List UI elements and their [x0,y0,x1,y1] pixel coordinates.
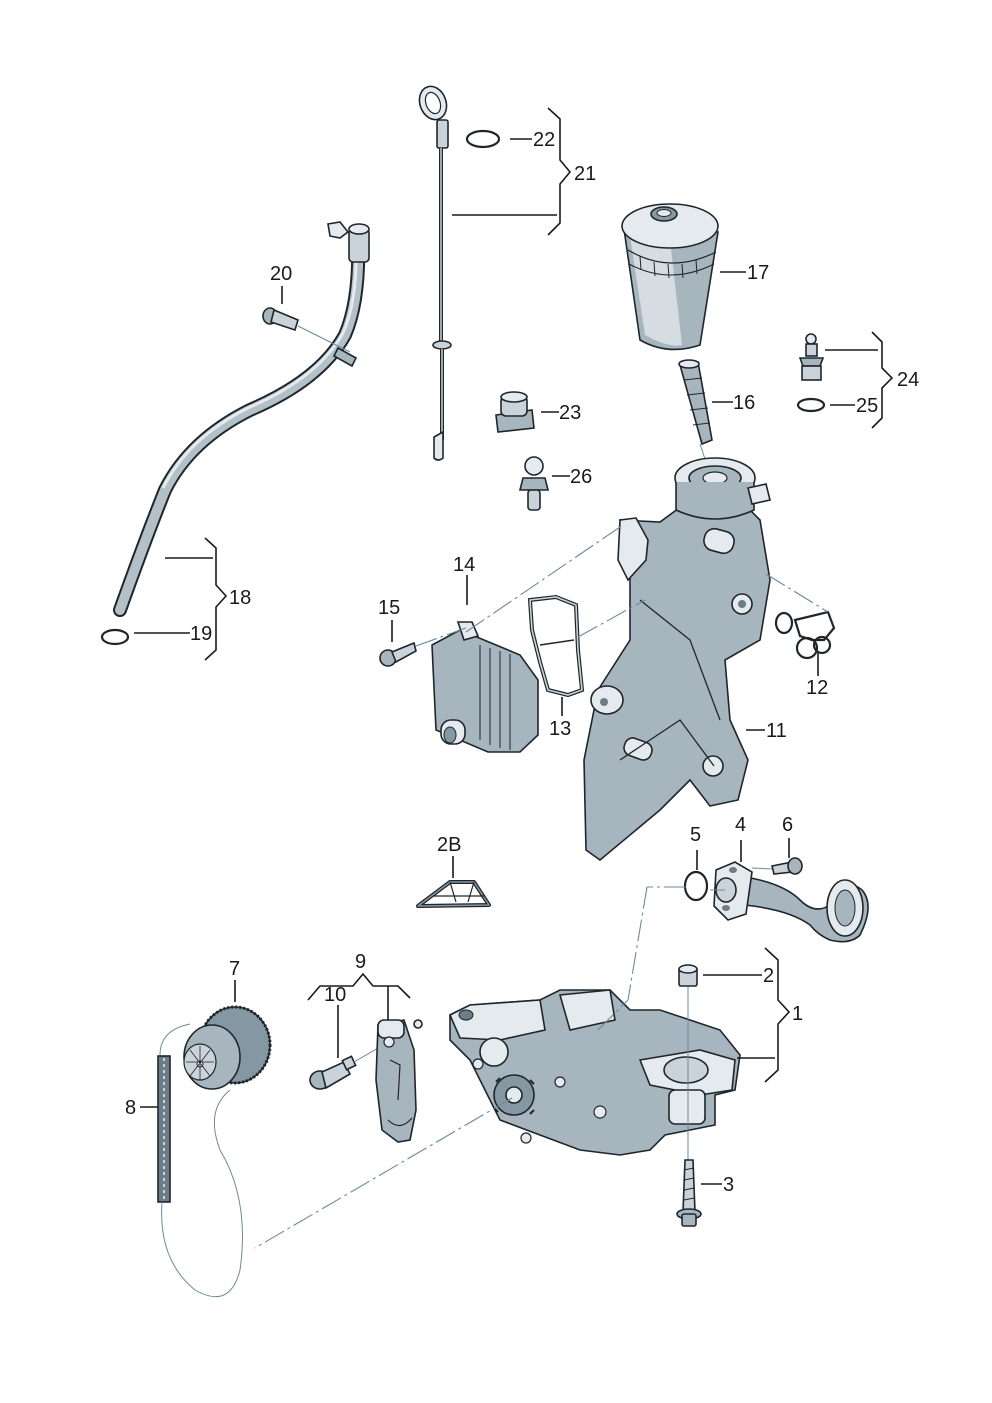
part-3-bolt[interactable] [676,1159,702,1227]
label-9: 9 [355,951,366,973]
label-6: 6 [782,814,793,836]
label-18: 18 [229,587,251,609]
part-15-bolt[interactable] [379,627,467,667]
part-2-sleeve[interactable] [678,964,698,987]
label-12: 12 [806,677,828,699]
label-13: 13 [549,718,571,740]
label-3: 3 [723,1174,734,1196]
part-1-oil-pump[interactable] [448,989,741,1156]
part-12-seal-set[interactable] [774,610,836,660]
label-22: 22 [533,129,555,151]
part-6-bolt[interactable] [771,857,803,875]
label-10: 10 [324,984,346,1006]
label-21: 21 [574,163,596,185]
part-23-plug[interactable] [495,391,535,433]
label-19: 19 [190,623,212,645]
label-16: 16 [733,392,755,414]
part-11-oil-filter-housing[interactable] [583,457,771,862]
part-22-o-ring[interactable] [465,129,501,149]
label-2: 2 [763,965,774,987]
label-11: 11 [766,720,787,742]
part-17-oil-filter[interactable] [621,203,719,351]
part-2b-baffle[interactable] [416,880,491,908]
label-5: 5 [690,824,701,846]
part-18-dipstick-guide-tube[interactable] [113,221,370,617]
part-21-dipstick[interactable] [415,83,452,461]
part-26-oil-pressure-switch[interactable] [518,456,550,511]
part-13-gasket[interactable] [527,594,585,698]
label-14: 14 [453,554,475,576]
part-9-chain-tensioner[interactable] [375,1019,423,1143]
part-8-drive-chain[interactable] [157,1055,171,1203]
part-14-oil-cooler[interactable] [431,621,539,753]
part-4-intake-pipe[interactable] [713,861,869,943]
part-10-shoulder-bolt[interactable] [309,1055,357,1090]
label-8: 8 [125,1097,136,1119]
part-20-bolt[interactable] [262,307,351,353]
label-17: 17 [747,262,769,284]
label-24: 24 [897,369,919,391]
part-5-o-ring[interactable] [683,870,709,902]
label-2b: 2B [437,834,461,856]
label-4: 4 [735,814,746,836]
label-1: 1 [792,1003,803,1025]
part-24-oil-pressure-switch[interactable] [798,333,825,381]
part-19-o-ring[interactable] [100,628,130,646]
part-25-seal-ring[interactable] [796,397,826,413]
label-15: 15 [378,597,400,619]
label-26: 26 [570,466,592,488]
part-7-chain-sprocket[interactable] [183,1005,272,1090]
label-7: 7 [229,958,240,980]
label-25: 25 [856,395,878,417]
label-23: 23 [559,402,581,424]
label-20: 20 [270,263,292,285]
